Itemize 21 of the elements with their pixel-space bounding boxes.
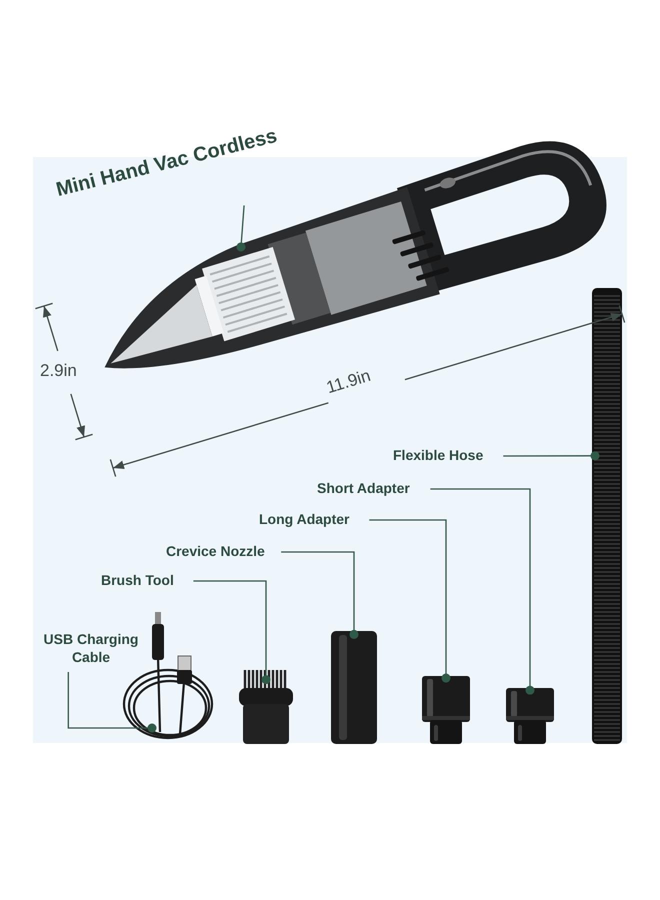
part-label: Crevice Nozzle — [166, 542, 280, 560]
dimension-label: 11.9in — [324, 366, 373, 398]
part-label: USB Charging Cable — [28, 630, 154, 666]
product-title: Mini Hand Vac Cordless — [53, 120, 289, 204]
leader-line — [369, 519, 450, 683]
leader-line — [281, 551, 358, 639]
long-adapter-drawing — [422, 676, 470, 744]
leader-line — [193, 580, 270, 684]
part-label: Brush Tool — [101, 571, 189, 589]
leader-line — [503, 451, 600, 460]
brush-tool-drawing — [239, 670, 293, 744]
part-label: Flexible Hose — [393, 446, 499, 464]
dimension-label: 2.9in — [40, 361, 77, 381]
leader-line — [68, 672, 156, 733]
part-label: Long Adapter — [259, 510, 365, 528]
crevice-nozzle-drawing — [331, 631, 377, 744]
part-label: Short Adapter — [317, 479, 427, 497]
hose-drawing — [592, 288, 622, 744]
leader-line — [430, 488, 534, 695]
leader-line — [236, 205, 246, 252]
short-adapter-drawing — [506, 688, 554, 744]
